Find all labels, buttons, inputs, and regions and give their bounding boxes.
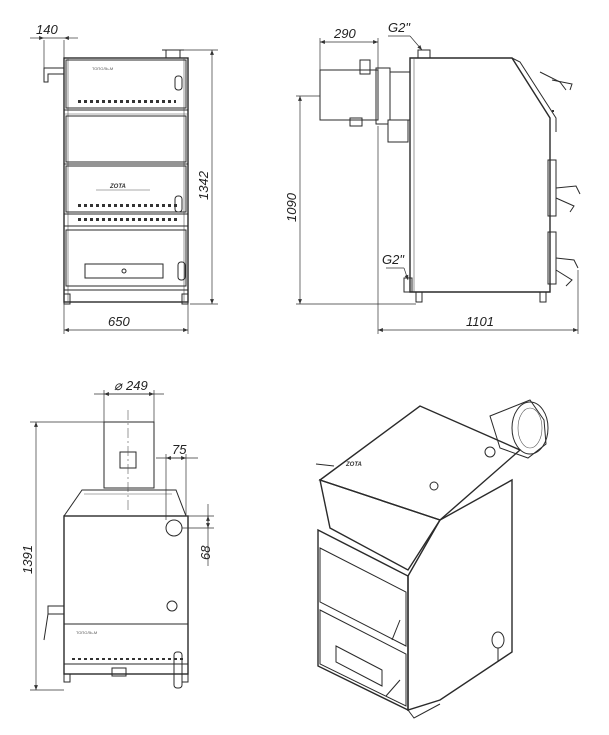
- front-model-label: ZOTA: [109, 184, 126, 190]
- vent-slot: [174, 218, 177, 221]
- front-vent-dashes: [78, 204, 177, 221]
- dim-front-width: 650: [108, 314, 130, 329]
- vent-slot: [72, 658, 75, 660]
- dim-side-depth: 1101: [466, 314, 494, 329]
- vent-slot: [108, 218, 111, 221]
- vent-slot: [108, 658, 111, 660]
- vent-slot: [156, 658, 159, 660]
- vent-slot: [84, 204, 87, 207]
- side-vent-dashes: [552, 110, 554, 112]
- vent-slot: [150, 204, 153, 207]
- vent-slot: [102, 218, 105, 221]
- vent-slot: [126, 218, 129, 221]
- vent-slot: [162, 204, 165, 207]
- side-view: 290 G2" G2" 1090 1101: [284, 20, 581, 334]
- dim-rear-offset: 75: [172, 442, 187, 457]
- vent-slot: [138, 218, 141, 221]
- dim-rear-flue-diameter: 249: [125, 378, 148, 393]
- vent-slot: [552, 110, 554, 112]
- vent-slot: [174, 658, 177, 660]
- label-pipe-bottom: G2": [382, 252, 405, 267]
- vent-slot: [144, 218, 147, 221]
- vent-slot: [132, 218, 135, 221]
- vent-slot: [138, 204, 141, 207]
- vent-slot: [96, 204, 99, 207]
- vent-slot: [90, 204, 93, 207]
- vent-slot: [114, 658, 117, 660]
- vent-slot: [150, 658, 153, 660]
- vent-slot: [144, 204, 147, 207]
- vent-slot: [120, 218, 123, 221]
- vent-slot: [114, 204, 117, 207]
- vent-slot: [168, 658, 171, 660]
- vent-slot: [180, 658, 183, 660]
- vent-slot: [162, 658, 165, 660]
- iso-model-label: ZOTA: [345, 462, 362, 468]
- dim-rear-height: 1391: [20, 545, 35, 574]
- vent-slot: [114, 218, 117, 221]
- vent-slot: [96, 218, 99, 221]
- vent-slot: [84, 218, 87, 221]
- vent-slot: [96, 658, 99, 660]
- vent-slot: [120, 658, 123, 660]
- vent-slot: [108, 204, 111, 207]
- vent-slot: [156, 204, 159, 207]
- vent-slot: [90, 658, 93, 660]
- front-plate-text: ТОПОЛЬ-М: [92, 66, 113, 71]
- dim-rear-pipe-height: 68: [198, 545, 213, 560]
- vent-slot: [102, 658, 105, 660]
- dim-front-top-offset: 140: [36, 22, 58, 37]
- vent-slot: [144, 658, 147, 660]
- vent-slot: [78, 658, 81, 660]
- rear-plate-text: ТОПОЛЬ-М: [76, 630, 97, 635]
- vent-slot: [150, 218, 153, 221]
- vent-slot: [90, 218, 93, 221]
- vent-slot: [138, 658, 141, 660]
- front-vents-top: [76, 100, 176, 103]
- vent-slot: [102, 204, 105, 207]
- vent-slot: [174, 204, 177, 207]
- vent-slot: [84, 658, 87, 660]
- label-pipe-top: G2": [388, 20, 411, 35]
- front-view: ТОПОЛЬ-М ZOTA 140: [30, 22, 218, 334]
- vent-slot: [132, 204, 135, 207]
- dim-rear-flue-symbol: ⌀: [114, 378, 123, 393]
- isometric-view: ZOTA: [315, 399, 549, 719]
- vent-slot: [120, 204, 123, 207]
- dim-front-height: 1342: [196, 170, 211, 200]
- vent-slot: [126, 658, 129, 660]
- vent-slot: [78, 204, 81, 207]
- rear-vent-dashes: [72, 658, 183, 660]
- dim-side-height: 1090: [284, 192, 299, 222]
- dim-side-burner-length: 290: [333, 26, 356, 41]
- vent-slot: [156, 218, 159, 221]
- vent-slot: [126, 204, 129, 207]
- rear-view: ТОПОЛЬ-М ⌀ 249 75 68 1391: [20, 378, 214, 691]
- vent-slot: [168, 218, 171, 221]
- vent-slot: [168, 204, 171, 207]
- vent-slot: [162, 218, 165, 221]
- vent-slot: [132, 658, 135, 660]
- vent-slot: [78, 218, 81, 221]
